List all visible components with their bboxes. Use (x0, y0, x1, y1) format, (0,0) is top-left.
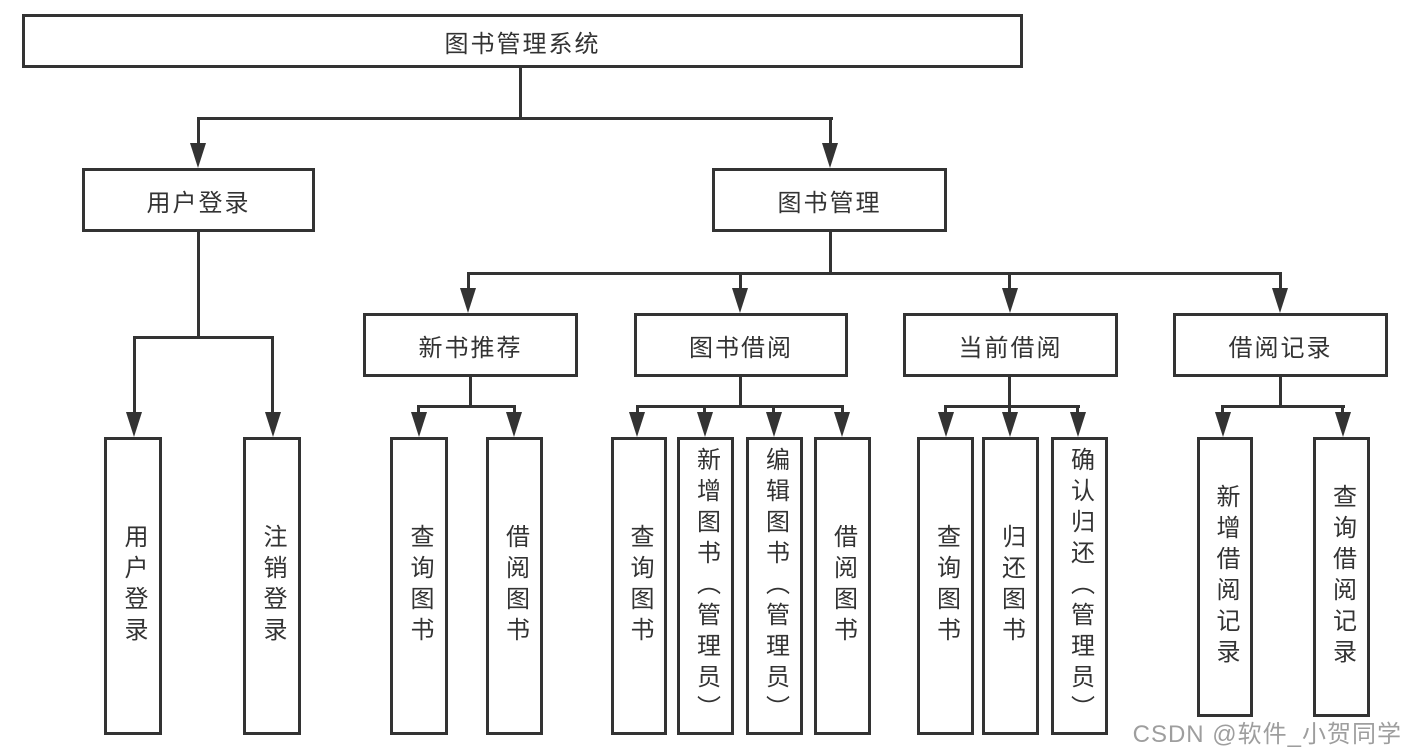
diagram-node-label: 查询图书 (406, 524, 433, 648)
connector-line-vertical (1008, 405, 1011, 417)
diagram-node-borrow-record: 借阅记录 (1173, 313, 1388, 377)
connector-line-vertical (772, 405, 775, 417)
diagram-node-label: 查询图书 (932, 524, 960, 648)
diagram-node-book-mgmt: 图书管理 (712, 168, 947, 232)
diagram-node-leaf-borrow-books-2: 借阅图书 (814, 437, 871, 735)
diagram-node-leaf-query-borrow-record: 查询借阅记录 (1313, 437, 1370, 717)
connector-line-vertical (1221, 405, 1224, 417)
connector-line-vertical (739, 272, 742, 290)
connector-line-vertical (197, 232, 200, 339)
connector-line-vertical (469, 377, 472, 408)
diagram-node-label: 图书借阅 (689, 334, 793, 362)
arrow-down-icon (822, 143, 838, 168)
connector-line-horizontal (133, 336, 274, 339)
arrow-down-icon (938, 412, 954, 437)
connector-line-horizontal (636, 405, 844, 408)
arrow-down-icon (1002, 288, 1018, 313)
diagram-node-label: 图书管理系统 (444, 30, 601, 58)
diagram-node-label: 用户登录 (146, 189, 251, 217)
connector-line-vertical (829, 232, 832, 275)
diagram-node-label: 当前借阅 (958, 334, 1063, 362)
connector-line-vertical (739, 377, 742, 408)
connector-line-vertical (271, 336, 274, 414)
arrow-down-icon (629, 412, 645, 437)
arrow-down-icon (506, 412, 522, 437)
diagram-node-label: 归还图书 (997, 524, 1025, 648)
connector-line-vertical (519, 68, 522, 118)
arrow-down-icon (411, 412, 427, 437)
diagram-node-leaf-edit-books: 编辑图书（管理员） (746, 437, 803, 735)
diagram-node-leaf-query-books-2: 查询图书 (611, 437, 667, 735)
diagram-node-leaf-query-books-3: 查询图书 (917, 437, 974, 735)
diagram-node-leaf-confirm-return: 确认归还（管理员） (1051, 437, 1108, 735)
connector-line-vertical (829, 117, 832, 145)
diagram-node-current-borrow: 当前借阅 (903, 313, 1118, 377)
connector-line-vertical (1008, 272, 1011, 290)
diagram-node-label: 注销登录 (259, 524, 286, 648)
arrow-down-icon (1070, 412, 1086, 437)
arrow-down-icon (834, 412, 850, 437)
diagram-node-label: 新书推荐 (418, 334, 523, 362)
diagram-node-user-login: 用户登录 (82, 168, 315, 232)
diagram-node-book-borrow: 图书借阅 (634, 313, 848, 377)
connector-line-horizontal (1221, 405, 1345, 408)
arrow-down-icon (460, 288, 476, 313)
diagram-node-leaf-user-login: 用户登录 (104, 437, 162, 735)
arrow-down-icon (1215, 412, 1231, 437)
connector-line-vertical (1279, 272, 1282, 290)
connector-line-vertical (1341, 405, 1344, 417)
diagram-node-new-book-rec: 新书推荐 (363, 313, 578, 377)
connector-line-horizontal (944, 405, 1080, 408)
diagram-node-leaf-borrow-books-1: 借阅图书 (486, 437, 543, 735)
connector-line-vertical (133, 336, 136, 414)
connector-line-horizontal (467, 272, 1282, 275)
diagram-node-label: 新增图书（管理员） (692, 446, 720, 726)
connector-line-vertical (1008, 377, 1011, 408)
connector-line-vertical (467, 272, 470, 290)
diagram-node-label: 借阅图书 (829, 524, 857, 648)
arrow-down-icon (766, 412, 782, 437)
connector-line-vertical (636, 405, 639, 417)
diagram-node-label: 编辑图书（管理员） (761, 446, 789, 726)
connector-line-vertical (703, 405, 706, 417)
diagram-node-label: 查询借阅记录 (1328, 484, 1356, 670)
diagram-node-leaf-logout: 注销登录 (243, 437, 301, 735)
diagram-node-label: 查询图书 (626, 524, 653, 648)
arrow-down-icon (1335, 412, 1351, 437)
connector-line-horizontal (417, 405, 516, 408)
connector-line-vertical (841, 405, 844, 417)
arrow-down-icon (697, 412, 713, 437)
diagram-node-leaf-return-books: 归还图书 (982, 437, 1039, 735)
diagram-node-label: 借阅图书 (501, 524, 529, 648)
arrow-down-icon (126, 412, 142, 437)
connector-line-vertical (1279, 377, 1282, 408)
connector-line-vertical (944, 405, 947, 417)
connector-line-vertical (417, 405, 420, 417)
diagram-node-label: 确认归还（管理员） (1066, 446, 1094, 726)
connector-line-vertical (197, 117, 200, 145)
watermark: CSDN @软件_小贺同学 (1132, 721, 1402, 747)
diagram-node-root: 图书管理系统 (22, 14, 1023, 68)
arrow-down-icon (265, 412, 281, 437)
diagram-node-label: 新增借阅记录 (1212, 484, 1239, 670)
diagram-node-label: 图书管理 (777, 189, 882, 217)
connector-line-vertical (1076, 405, 1079, 417)
arrow-down-icon (190, 143, 206, 168)
connector-line-horizontal (197, 117, 833, 120)
diagram-node-label: 用户登录 (120, 524, 147, 648)
arrow-down-icon (732, 288, 748, 313)
diagram-node-label: 借阅记录 (1228, 334, 1333, 362)
diagram-node-leaf-add-borrow-record: 新增借阅记录 (1197, 437, 1253, 717)
diagram-node-leaf-add-books: 新增图书（管理员） (677, 437, 734, 735)
connector-line-vertical (513, 405, 516, 417)
arrow-down-icon (1002, 412, 1018, 437)
diagram-node-leaf-query-books-1: 查询图书 (390, 437, 448, 735)
arrow-down-icon (1272, 288, 1288, 313)
